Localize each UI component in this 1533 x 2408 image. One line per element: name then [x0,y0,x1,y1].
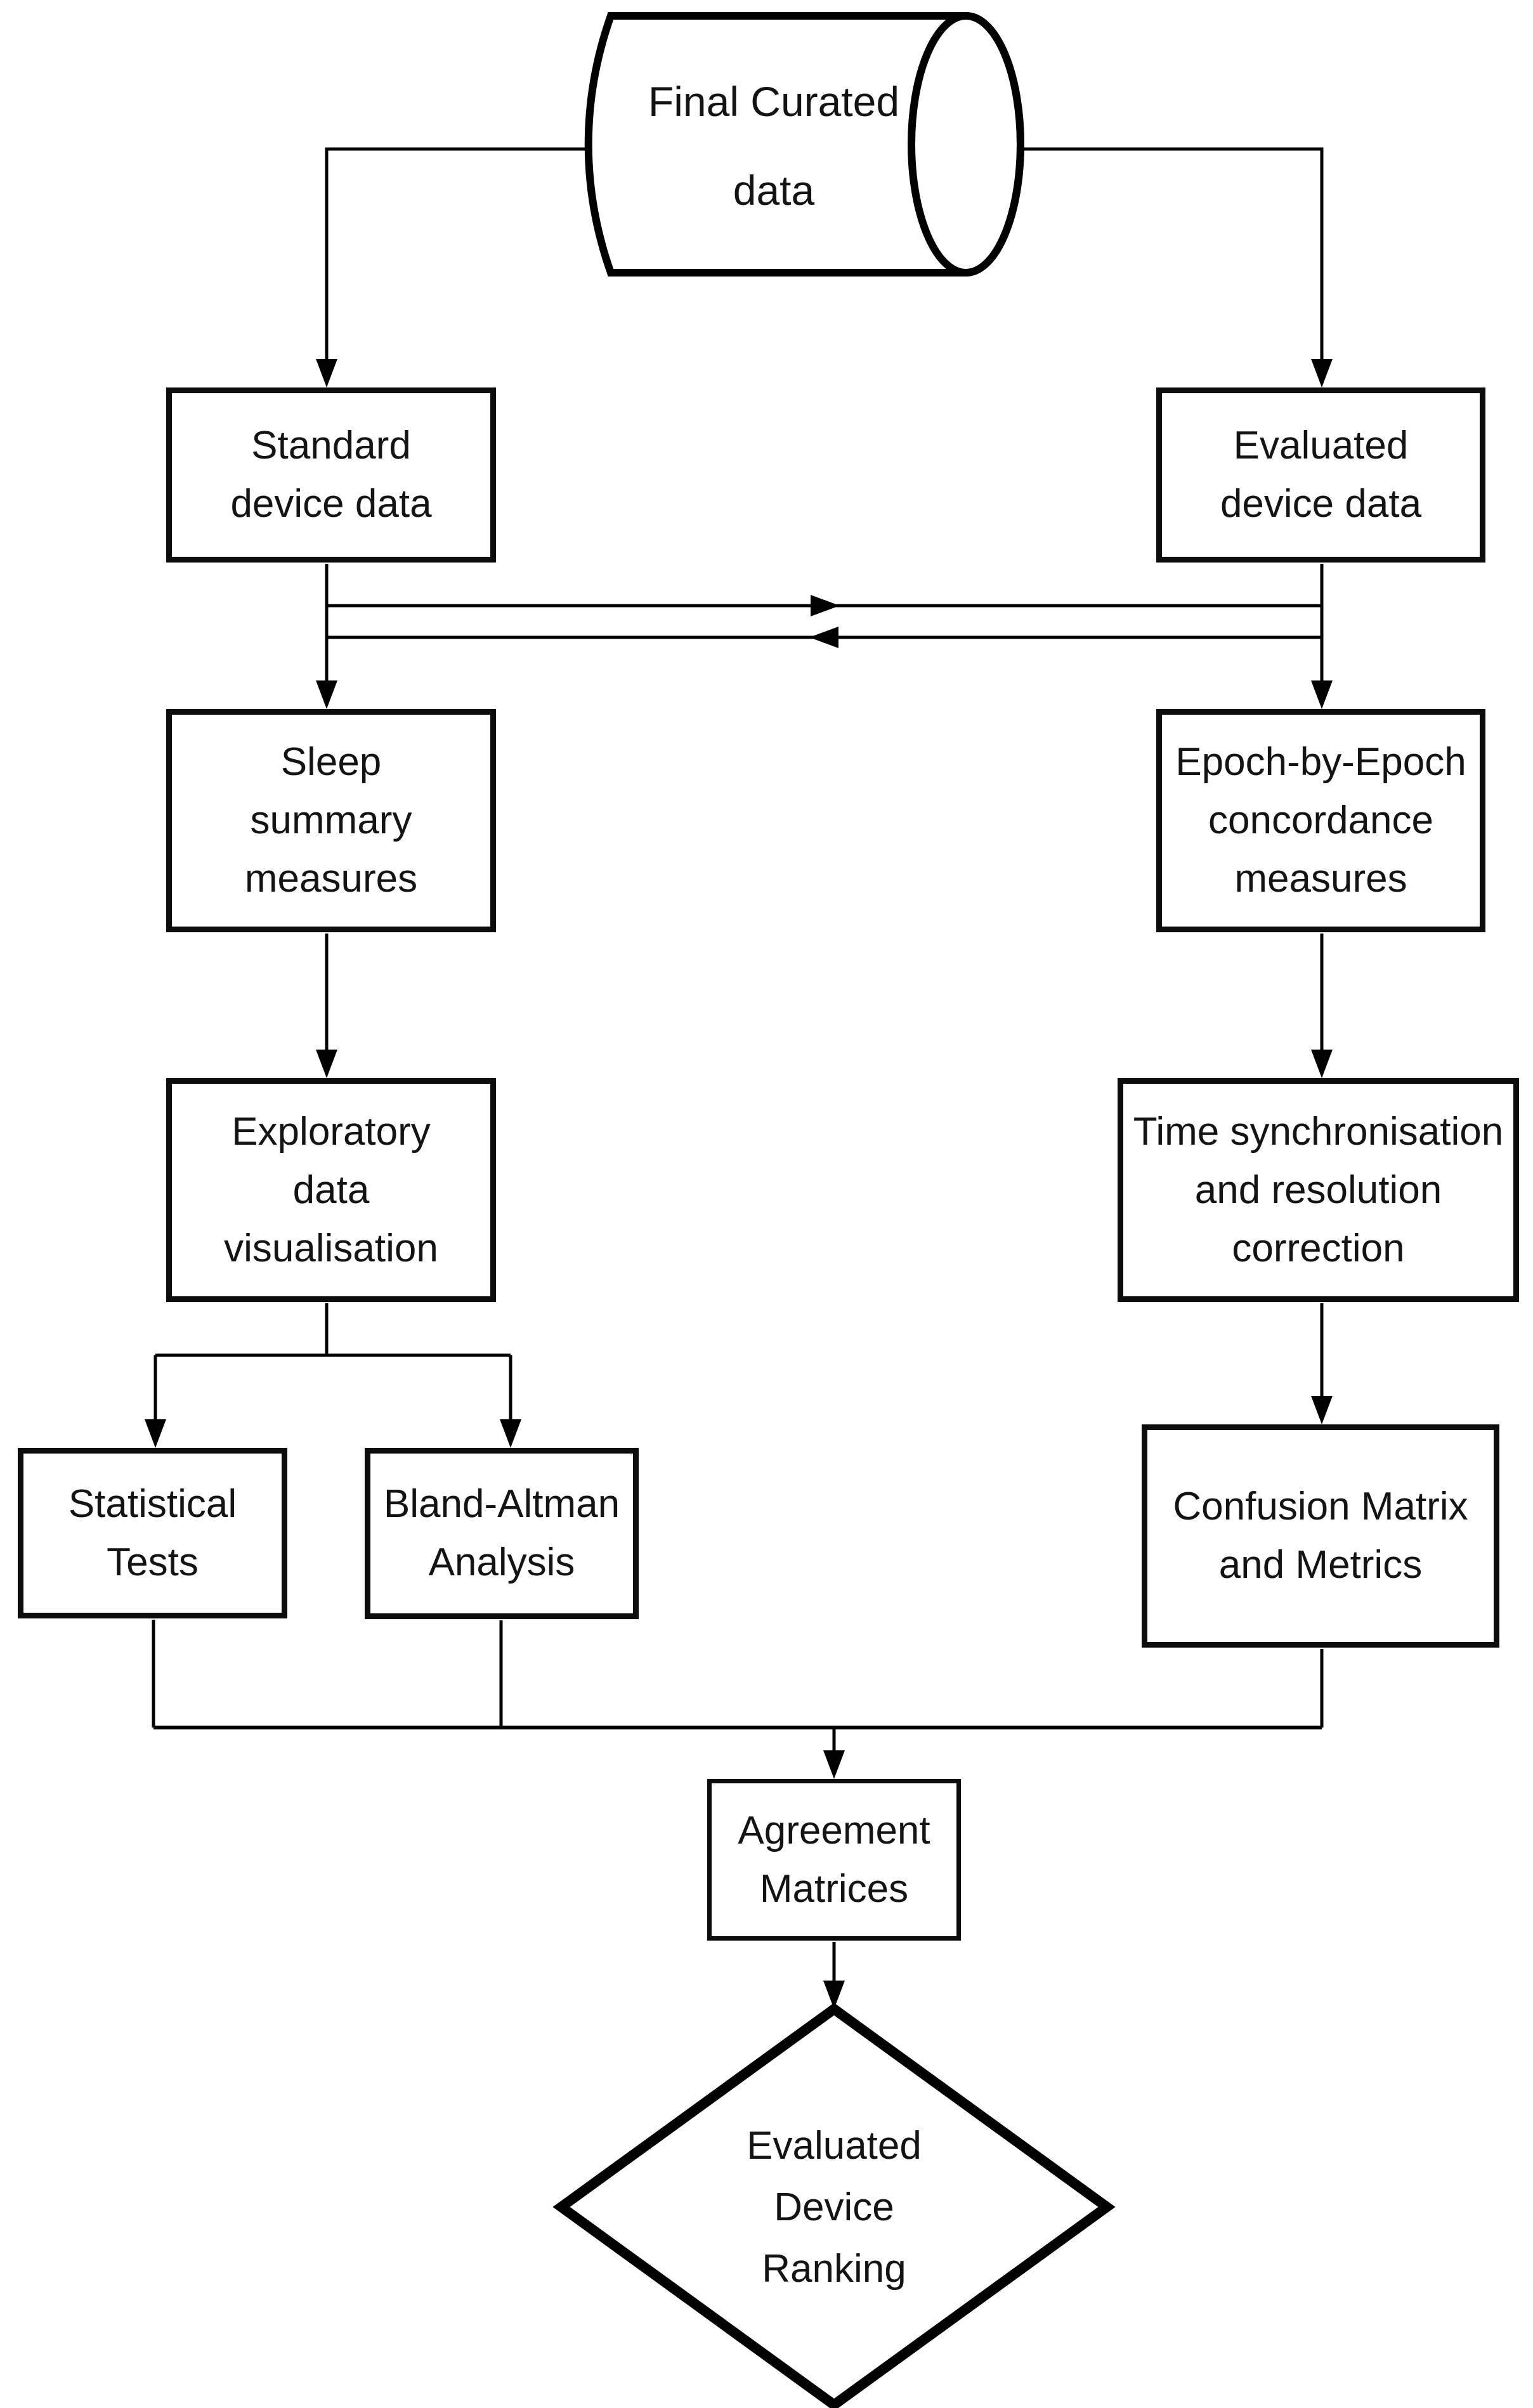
edge-exchange-right [327,595,1322,616]
edge-exploratory-split [145,1303,521,1448]
node-sleep-summary-measures: Sleep summary measures [166,709,496,932]
edge-merge-to-agreement [152,1620,1324,1779]
node-bland-altman-analysis: Bland-Altman Analysis [365,1448,639,1619]
cylinder-shape [584,12,1024,277]
node-evaluated-device-data: Evaluated device data [1156,387,1485,563]
edge-evaluated-to-epoch [1311,564,1333,709]
edge-sleep-to-exploratory [316,934,337,1078]
edge-timesync-to-confusion [1311,1303,1333,1424]
edge-epoch-to-timesync [1311,934,1333,1078]
node-statistical-tests: Statistical Tests [18,1448,287,1618]
edge-final-to-evaluated [1021,147,1333,387]
node-exploratory-data-visualisation: Exploratory data visualisation [166,1078,496,1302]
diamond-shape [552,2003,1116,2408]
edge-exchange-left [327,627,1322,648]
node-time-sync-correction: Time synchronisation and resolution corr… [1118,1078,1519,1302]
node-epoch-concordance-measures: Epoch-by-Epoch concordance measures [1156,709,1485,932]
edge-final-to-standard [316,147,590,387]
node-standard-device-data: Standard device data [166,387,496,563]
node-confusion-matrix-metrics: Confusion Matrix and Metrics [1142,1424,1499,1648]
edge-standard-to-sleep [316,564,337,709]
node-agreement-matrices: Agreement Matrices [707,1779,961,1941]
edge-agreement-to-ranking [823,1942,845,2009]
